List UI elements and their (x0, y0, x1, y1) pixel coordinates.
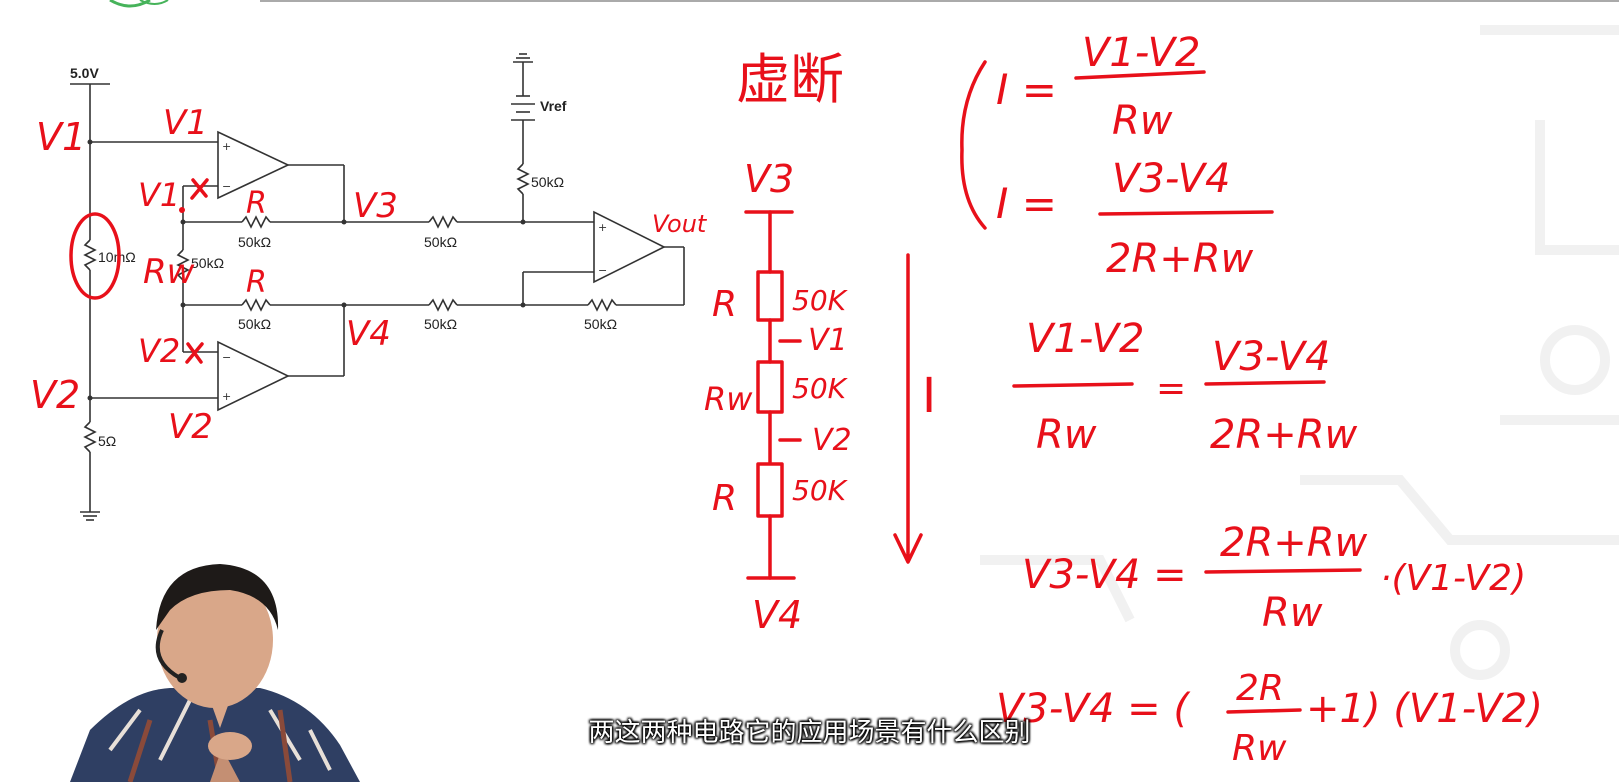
svg-text:−: − (598, 264, 607, 277)
r-top-mid-label: 50kΩ (424, 234, 457, 250)
eq1-numerator: V1-V2 (1082, 30, 1200, 76)
eq5-tail: +1) (V1-V2) (1306, 686, 1543, 732)
label-v1-top: V1 (163, 103, 208, 143)
eq3-right-numerator: V3-V4 (1212, 334, 1330, 380)
equations: I = V1-V2 Rw I = V3-V4 2R+Rw V1-V2 Rw = … (960, 30, 1543, 769)
presenter-hand (208, 732, 252, 760)
label-v1-left: V1 (36, 115, 86, 159)
opamp-top (217, 130, 290, 200)
schematic-annotations: V1 V1 V1 V3 R Rw R V4 V2 V2 V2 Vout 虚断 (30, 48, 844, 447)
shunt-resistor-label: 10mΩ (98, 249, 136, 265)
label-r-bot: R (246, 265, 267, 300)
current-arrow (893, 253, 923, 564)
label-v2-left: V2 (30, 373, 80, 417)
supply-label: 5.0V (70, 65, 99, 81)
divider-r2 (756, 462, 784, 518)
eq1-lhs: I = (996, 65, 1057, 114)
r-bot-left-label: 50kΩ (238, 316, 271, 332)
eq2-lhs: I = (996, 179, 1057, 228)
divider-rw-label: Rw (704, 380, 753, 418)
rg-resistor-label: 50kΩ (191, 255, 224, 271)
eq5-numerator: 2R (1236, 668, 1284, 709)
divider-node-v1: V1 (808, 323, 848, 358)
presenter-hair (156, 564, 279, 630)
presenter-figure (70, 564, 360, 782)
virtual-open-mark-top (190, 178, 209, 200)
divider-r1 (756, 270, 784, 322)
label-v2-bottom: V2 (168, 407, 213, 447)
r-top-left-label: 50kΩ (238, 234, 271, 250)
eq3-right-denominator: 2R+Rw (1210, 412, 1358, 458)
divider-r1-value: 50K (792, 284, 849, 317)
ground-resistor-label: 5Ω (98, 433, 116, 449)
eq3-left-numerator: V1-V2 (1026, 316, 1144, 362)
background-pattern (980, 25, 1619, 680)
presenter-face (157, 572, 273, 708)
virtual-open-mark-bot (185, 342, 204, 364)
svg-text:+: + (222, 390, 231, 403)
label-v3: V3 (353, 186, 398, 226)
svg-text:−: − (222, 351, 231, 364)
label-rw: Rw (143, 252, 195, 292)
vref-label: Vref (540, 98, 567, 114)
divider-rw (756, 360, 784, 414)
r-feedback-label: 50kΩ (584, 316, 617, 332)
eq3-left-denominator: Rw (1036, 412, 1097, 458)
r-bot-mid-label: 50kΩ (424, 316, 457, 332)
eq5-denominator: Rw (1232, 728, 1287, 769)
divider-r2-label: R (712, 478, 737, 519)
label-v1-inv: V1 (138, 176, 180, 214)
shunt-resistor (83, 239, 97, 271)
eq1-denominator: Rw (1112, 98, 1173, 144)
presenter-webcam (70, 560, 360, 782)
shunt-highlight-circle (69, 212, 121, 300)
label-v2-inv: V2 (138, 332, 180, 370)
label-r-top: R (246, 186, 267, 221)
ground-resistor (83, 421, 97, 453)
circuit-schematic: 5.0V 10mΩ 5Ω + − 50kΩ 50kΩ (70, 53, 685, 521)
divider-top-label: V3 (744, 157, 794, 201)
svg-text:+: + (222, 140, 231, 153)
eq5-lhs: V3-V4 = ( (996, 686, 1191, 732)
headset-mic (155, 629, 182, 680)
svg-text:−: − (222, 180, 231, 193)
label-v4: V4 (346, 314, 391, 354)
title-virtual-short: 虚断 (736, 48, 844, 111)
equation-brace (960, 60, 987, 230)
eq4-lhs: V3-V4 = (1022, 552, 1187, 598)
svg-text:+: + (598, 221, 607, 234)
opamp-output (593, 210, 666, 284)
eq4-numerator: 2R+Rw (1220, 520, 1368, 566)
eq2-numerator: V3-V4 (1112, 156, 1230, 202)
divider-r2-value: 50K (792, 474, 849, 507)
logo-fragment (109, 0, 169, 8)
divider-sketch: V3 R 50K V1 Rw 50K V2 R 50K V4 I (704, 157, 936, 637)
current-label: I (922, 368, 936, 424)
label-vout: Vout (652, 210, 708, 238)
video-subtitle: 两这两种电路它的应用场景有什么区别 (588, 718, 1031, 748)
divider-bottom-label: V4 (752, 593, 802, 637)
divider-r1-label: R (712, 284, 737, 325)
r-vref-label: 50kΩ (531, 174, 564, 190)
eq2-denominator: 2R+Rw (1106, 236, 1254, 282)
opamp-bottom (217, 340, 290, 412)
eq4-tail: ·(V1-V2) (1380, 558, 1526, 599)
eq3-equals: = (1156, 368, 1186, 409)
eq4-denominator: Rw (1262, 590, 1323, 636)
divider-rw-value: 50K (792, 372, 849, 405)
divider-node-v2: V2 (812, 423, 852, 458)
